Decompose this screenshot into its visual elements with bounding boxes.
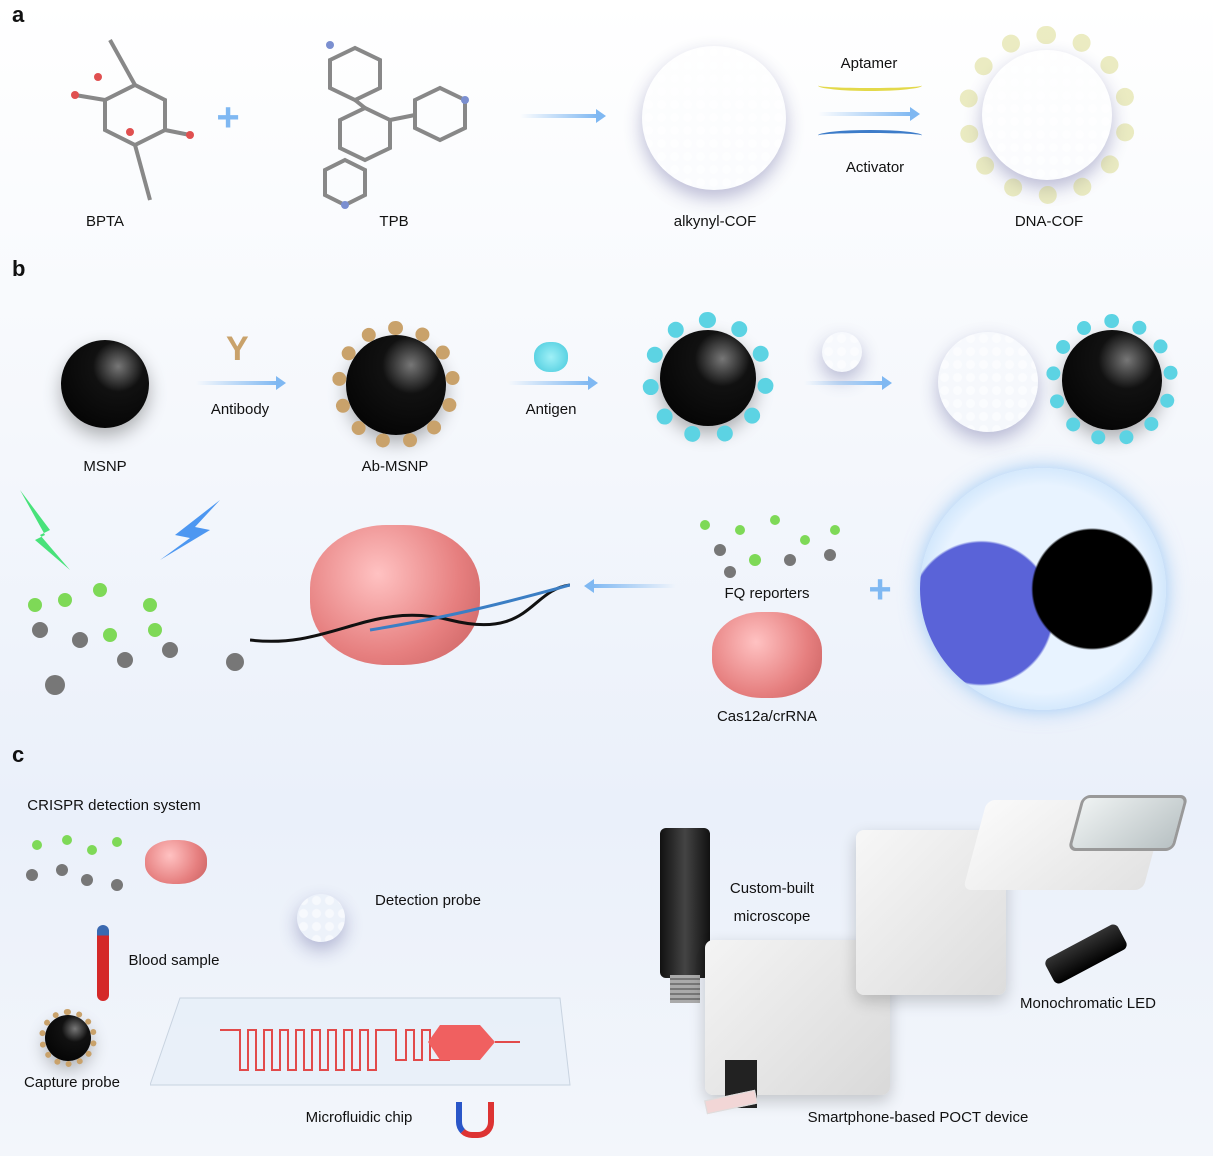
label-tpb: TPB (379, 213, 409, 230)
fq-reporters-icon (700, 515, 840, 578)
led-icon (1043, 922, 1129, 986)
label-alkynyl-cof: alkynyl-COF (673, 213, 757, 230)
label-capture-probe: Capture probe (24, 1074, 120, 1091)
magnet-icon (456, 1102, 494, 1138)
label-crispr: CRISPR detection system (27, 797, 201, 814)
arrow-icon (196, 376, 286, 390)
arrow-icon (508, 376, 598, 390)
dna-strand (250, 583, 570, 643)
label-antigen: Antigen (525, 401, 577, 418)
label-microscope-line2: microscope (733, 908, 811, 925)
label-antibody: Antibody (210, 401, 270, 418)
cas12a-small-c (145, 840, 207, 884)
arrow-icon (520, 109, 606, 123)
dna-cof-complex (938, 332, 1038, 432)
smartphone-icon (1067, 795, 1189, 851)
label-fq-reporters: FQ reporters (724, 585, 810, 602)
label-dna-cof: DNA-COF (1014, 213, 1084, 230)
dna-cof-sphere (958, 26, 1136, 204)
antigen-bound-msnp (642, 312, 774, 444)
arrow-icon (804, 376, 892, 390)
label-ab-msnp: Ab-MSNP (361, 458, 429, 475)
label-aptamer: Aptamer (840, 55, 898, 72)
label-microscope-line1: Custom-built (729, 880, 815, 897)
magnified-view-circle (920, 468, 1166, 710)
microscope-icon (660, 828, 710, 978)
label-device: Smartphone-based POCT device (807, 1109, 1029, 1126)
label-msnp: MSNP (83, 458, 127, 475)
microscope-lens (670, 975, 700, 1003)
label-led: Monochromatic LED (1020, 995, 1156, 1012)
panel-label-b: b (12, 256, 26, 281)
ab-msnp-sphere (332, 321, 460, 449)
aptamer-strand (818, 80, 922, 91)
panel-label-c: c (12, 742, 25, 767)
lightning-blue-icon (160, 500, 220, 560)
label-blood-sample: Blood sample (128, 952, 220, 969)
detection-probe-sphere (297, 894, 345, 942)
microfluidic-chip (150, 997, 571, 1086)
crispr-reporters-icon (26, 835, 123, 891)
cas12a-complex-small (712, 612, 822, 698)
label-cas12a: Cas12a/crRNA (716, 708, 818, 725)
msnp-complex (1046, 314, 1178, 446)
label-bpta: BPTA (85, 213, 125, 230)
fluorescence-reporters (20, 490, 244, 695)
label-detection-probe: Detection probe (375, 892, 481, 909)
cas12a-complex-large (310, 525, 480, 665)
alkynyl-cof-sphere (642, 46, 786, 190)
label-activator: Activator (845, 159, 905, 176)
blood-tube-icon (97, 925, 109, 1001)
plus-icon: + (216, 95, 240, 140)
activator-strand (818, 130, 922, 141)
arrow-left-icon (592, 584, 676, 588)
plus-icon: + (868, 567, 892, 612)
capture-probe-sphere (39, 1009, 97, 1067)
arrow-icon (818, 107, 920, 121)
molecule-structures (71, 39, 469, 209)
msnp-sphere (61, 340, 149, 428)
lightning-green-icon (20, 490, 70, 570)
antibody-icon: Y (226, 330, 249, 368)
label-microfluidic-chip: Microfluidic chip (305, 1109, 413, 1126)
antigen-icon (534, 342, 568, 372)
detection-probe-small (822, 332, 862, 372)
panel-label-a: a (12, 2, 25, 27)
